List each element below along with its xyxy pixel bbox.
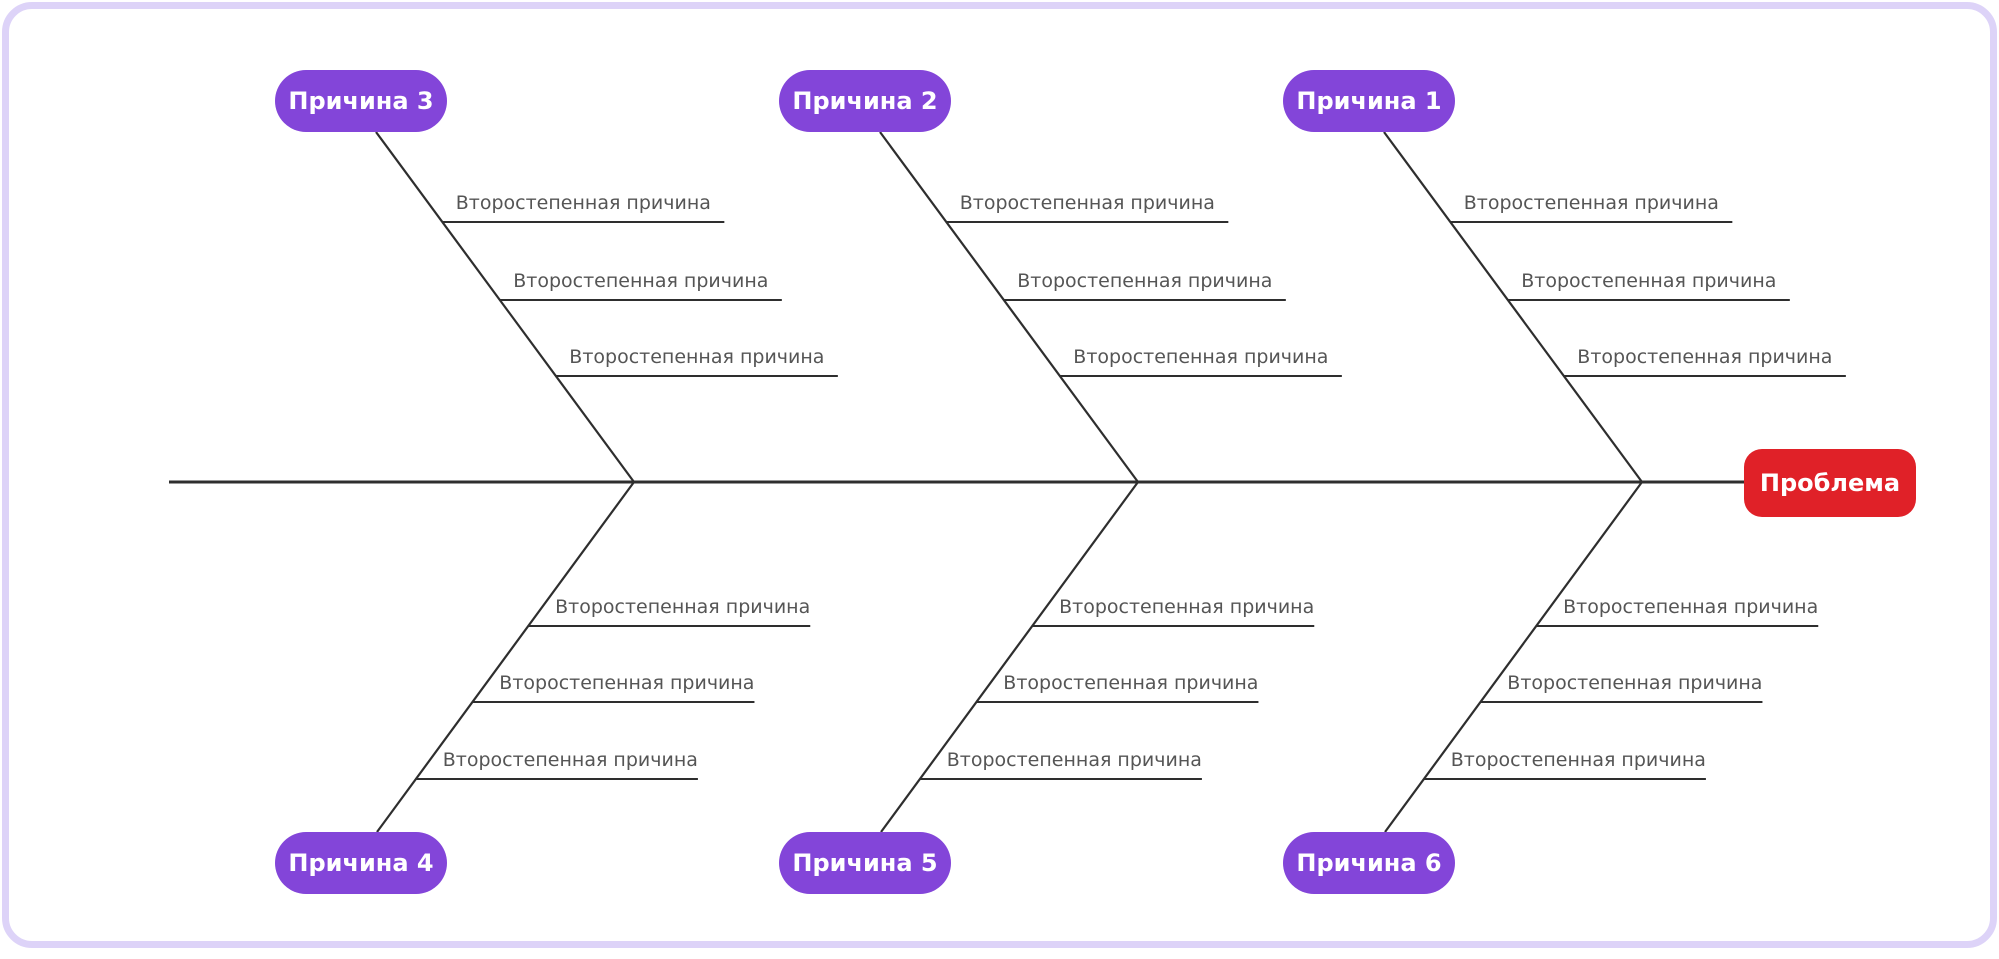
cause-pill[interactable]: Причина 2: [779, 70, 951, 132]
secondary-cause-label[interactable]: Второстепенная причина: [959, 192, 1215, 214]
secondary-cause-label[interactable]: Второстепенная причина: [1017, 270, 1273, 292]
cause-pill[interactable]: Причина 4: [275, 832, 447, 894]
problem-label: Проблема: [1759, 469, 1901, 497]
cause-pill-label: Причина 4: [288, 849, 434, 877]
branch-line: [879, 131, 1139, 483]
cause-pill-label: Причина 6: [1296, 849, 1442, 877]
cause-pill[interactable]: Причина 3: [275, 70, 447, 132]
cause-pill[interactable]: Причина 6: [1283, 832, 1455, 894]
secondary-cause-label[interactable]: Второстепенная причина: [1577, 346, 1833, 368]
branch-line: [375, 131, 635, 483]
cause-pill-label: Причина 5: [792, 849, 938, 877]
secondary-cause-label[interactable]: Второстепенная причина: [499, 672, 755, 694]
secondary-cause-label[interactable]: Второстепенная причина: [1463, 192, 1719, 214]
cause-pill[interactable]: Причина 5: [779, 832, 951, 894]
branch-line: [880, 481, 1139, 833]
secondary-cause-label[interactable]: Второстепенная причина: [1507, 672, 1763, 694]
secondary-cause-label[interactable]: Второстепенная причина: [442, 749, 698, 771]
secondary-cause-label[interactable]: Второстепенная причина: [455, 192, 711, 214]
cause-pill[interactable]: Причина 1: [1283, 70, 1455, 132]
cause-pill-label: Причина 2: [792, 87, 938, 115]
secondary-cause-label[interactable]: Второстепенная причина: [1521, 270, 1777, 292]
secondary-cause-label[interactable]: Второстепенная причина: [946, 749, 1202, 771]
secondary-cause-label[interactable]: Второстепенная причина: [1059, 596, 1315, 618]
secondary-cause-label[interactable]: Второстепенная причина: [513, 270, 769, 292]
secondary-cause-label[interactable]: Второстепенная причина: [555, 596, 811, 618]
secondary-cause-label[interactable]: Второстепенная причина: [1563, 596, 1819, 618]
secondary-cause-label[interactable]: Второстепенная причина: [1003, 672, 1259, 694]
cause-pill-label: Причина 3: [288, 87, 434, 115]
secondary-cause-label[interactable]: Второстепенная причина: [1073, 346, 1329, 368]
cause-pill-label: Причина 1: [1296, 87, 1442, 115]
branch-line: [1384, 481, 1643, 833]
secondary-cause-label[interactable]: Второстепенная причина: [1450, 749, 1706, 771]
secondary-cause-label[interactable]: Второстепенная причина: [569, 346, 825, 368]
branch-line: [376, 481, 635, 833]
branch-line: [1383, 131, 1643, 483]
problem-box[interactable]: Проблема: [1744, 449, 1916, 517]
fishbone-lines: [169, 131, 1846, 833]
